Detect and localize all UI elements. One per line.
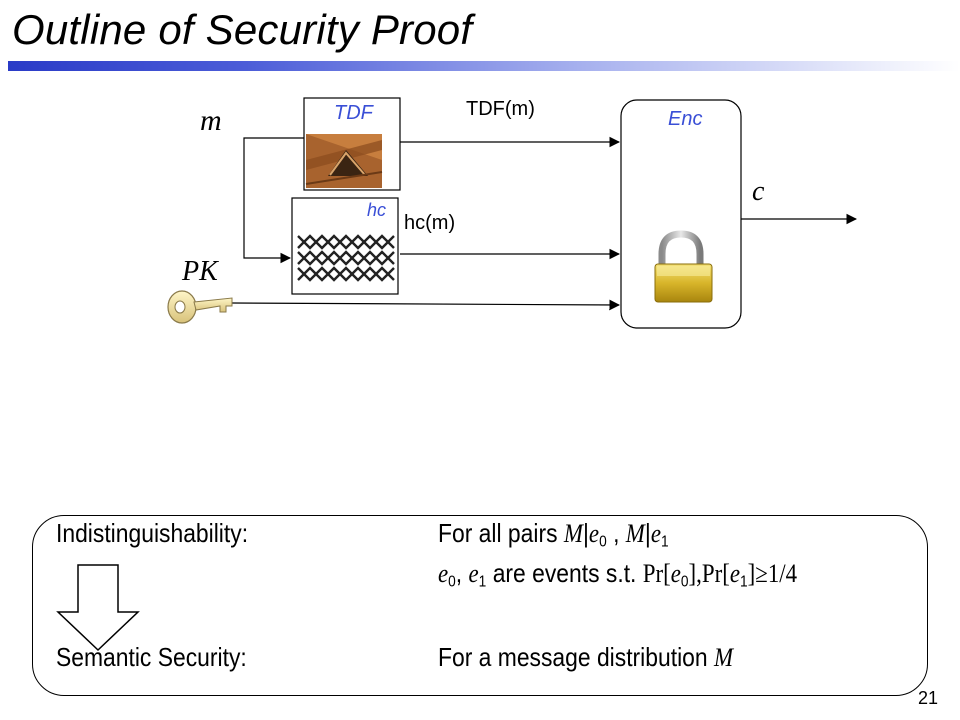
distribution-text: For a message distribution bbox=[438, 642, 708, 672]
pk-arrow bbox=[231, 299, 621, 311]
input-wires bbox=[243, 137, 304, 264]
indistinguishability-definition: For all pairs M|e0 , M|e1 bbox=[438, 518, 669, 551]
ciphertext-label: c bbox=[752, 176, 765, 207]
trapdoor-image bbox=[305, 134, 383, 188]
title-underline bbox=[8, 61, 960, 71]
events-condition: e0, e1 are events s.t. Pr[e0],Pr[e1]≥1/4 bbox=[438, 558, 798, 591]
semantic-security-label: Semantic Security: bbox=[56, 642, 247, 672]
page-number: 21 bbox=[917, 688, 938, 708]
condition-text: are events s.t. bbox=[492, 558, 637, 588]
implication-arrow bbox=[56, 564, 140, 652]
input-m-label: m bbox=[200, 104, 222, 137]
hc-box-label: hc bbox=[367, 200, 387, 220]
key-icon bbox=[167, 290, 233, 324]
padlock-icon bbox=[654, 230, 713, 303]
definition-text: For all pairs bbox=[438, 518, 558, 548]
tdf-output-label: TDF(m) bbox=[466, 98, 535, 120]
hc-output-label: hc(m) bbox=[404, 212, 456, 234]
semantic-security-definition: For a message distribution M bbox=[438, 642, 734, 672]
chain-link-image bbox=[297, 234, 395, 282]
summary-box bbox=[32, 515, 928, 696]
enc-box-label: Enc bbox=[668, 108, 703, 130]
tdf-box-label: TDF bbox=[334, 102, 373, 124]
slide-title: Outline of Security Proof bbox=[12, 6, 473, 53]
input-pk-label: PK bbox=[182, 256, 218, 287]
indistinguishability-label: Indistinguishability: bbox=[56, 518, 249, 548]
hc-box bbox=[291, 197, 399, 295]
tdf-box bbox=[303, 97, 401, 191]
